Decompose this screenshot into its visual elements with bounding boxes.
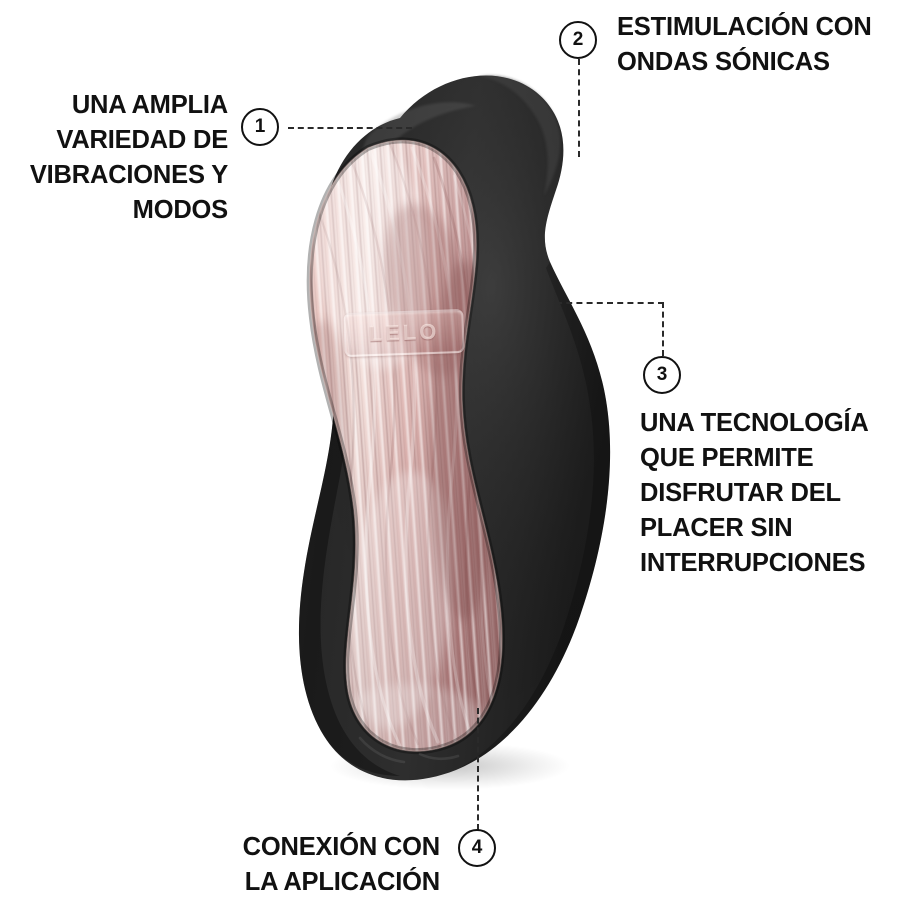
leader-line-2 xyxy=(578,59,580,157)
callout-number-2-label: 2 xyxy=(572,29,584,50)
callout-number-1: 1 xyxy=(241,108,279,146)
callout-text-1: UNA AMPLIA VARIEDAD DE VIBRACIONES Y MOD… xyxy=(29,91,228,224)
callout-number-3: 3 xyxy=(643,356,681,394)
leader-line-4 xyxy=(477,708,479,830)
callout-text-2: ESTIMULACIÓN CON ONDAS SÓNICAS xyxy=(617,13,872,76)
leader-line-3-horizontal xyxy=(556,302,664,304)
leader-line-3-vertical xyxy=(662,302,664,356)
callout-text-4: CONEXIÓN CON LA APLICACIÓN xyxy=(242,833,441,896)
leader-line-1 xyxy=(288,127,412,129)
callout-number-4: 4 xyxy=(458,829,496,867)
callout-number-1-label: 1 xyxy=(254,116,266,137)
callout-number-3-label: 3 xyxy=(656,364,668,385)
product-illustration xyxy=(250,40,650,800)
callout-number-4-label: 4 xyxy=(471,837,483,858)
callout-text-3: UNA TECNOLOGÍA QUE PERMITE DISFRUTAR DEL… xyxy=(640,409,869,577)
callout-number-2: 2 xyxy=(559,21,597,59)
